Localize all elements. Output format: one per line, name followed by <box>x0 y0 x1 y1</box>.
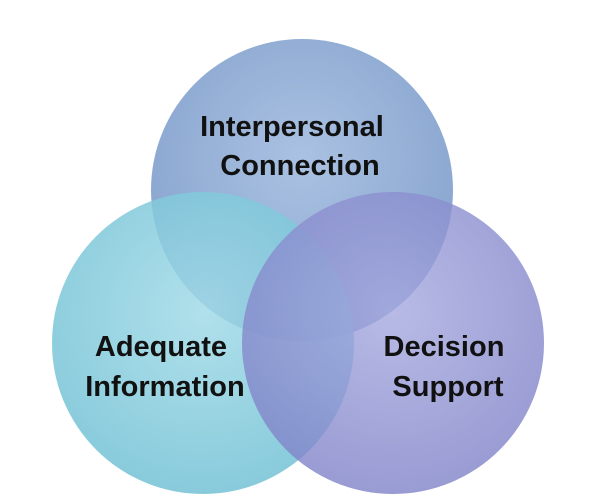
label-decision-support-line1: Decision <box>384 331 505 363</box>
circle-decision-support <box>242 192 544 494</box>
label-adequate-information-line1: Adequate <box>95 331 227 363</box>
label-adequate-information: Adequate Information <box>85 331 245 403</box>
label-interpersonal-connection-line1: Interpersonal <box>200 111 384 143</box>
label-adequate-information-line2: Information <box>85 371 245 403</box>
label-decision-support: Decision Support <box>384 331 513 403</box>
label-interpersonal-connection-line2: Connection <box>220 150 380 182</box>
label-interpersonal-connection: Interpersonal Connection <box>200 111 392 182</box>
label-decision-support-line2: Support <box>392 371 503 403</box>
